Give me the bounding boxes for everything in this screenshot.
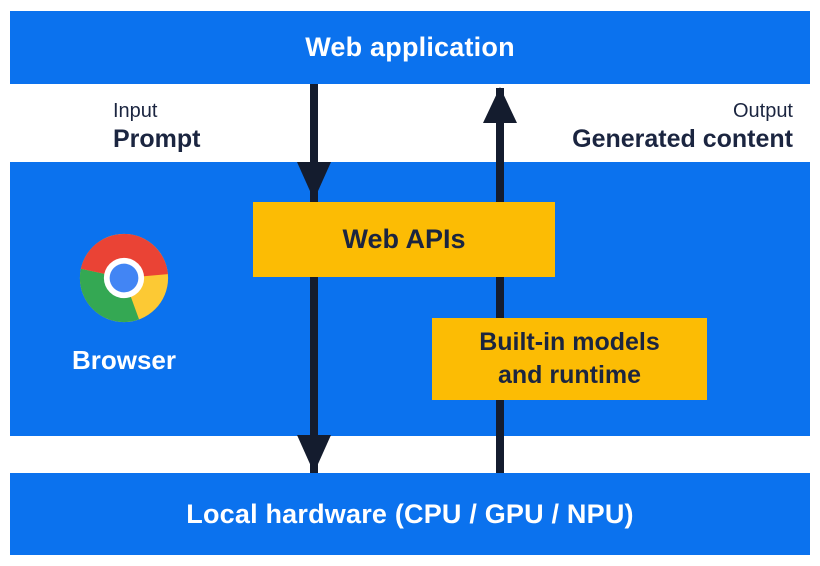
output-caption: Output bbox=[732, 100, 793, 122]
prompt-down-arrow-line bbox=[310, 84, 318, 473]
output-up-arrowhead bbox=[483, 87, 517, 123]
browser-label: Browser bbox=[71, 345, 177, 375]
web-apis-label: Web APIs bbox=[342, 224, 466, 254]
prompt-down-arrowhead-web-apis bbox=[297, 162, 331, 200]
local-hardware-bar: Local hardware (CPU / GPU / NPU) bbox=[10, 473, 810, 555]
web-apis-box: Web APIs bbox=[253, 202, 555, 277]
builtin-models-box: Built-in models and runtime bbox=[432, 318, 707, 400]
input-caption: Input bbox=[113, 100, 158, 122]
input-value-label: Prompt bbox=[113, 125, 201, 153]
output-value-label: Generated content bbox=[572, 125, 793, 153]
chrome-logo-icon bbox=[79, 233, 169, 323]
web-application-bar: Web application bbox=[10, 11, 810, 84]
builtin-models-label-line2: and runtime bbox=[497, 361, 642, 389]
input-label-group: Input Prompt bbox=[113, 98, 201, 154]
local-hardware-label: Local hardware (CPU / GPU / NPU) bbox=[186, 498, 634, 529]
prompt-down-arrowhead-hardware bbox=[297, 435, 331, 473]
web-application-label: Web application bbox=[305, 32, 515, 62]
builtin-models-label-line1: Built-in models bbox=[479, 328, 660, 356]
output-up-arrow-line bbox=[496, 88, 504, 473]
output-label-group: Output Generated content bbox=[572, 98, 793, 154]
